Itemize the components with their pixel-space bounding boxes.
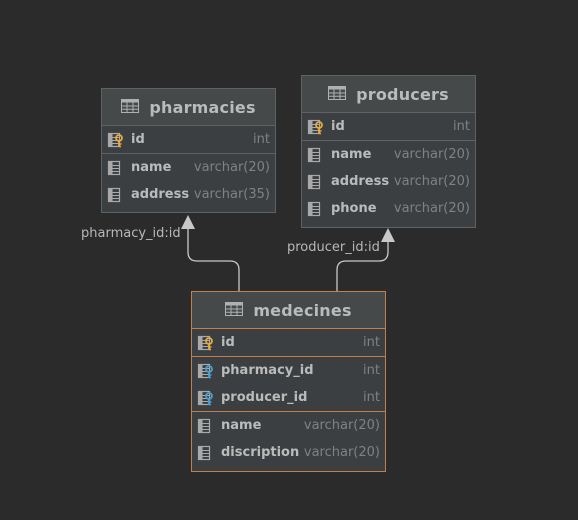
table-title: medecines [253,300,352,320]
column-icon [107,187,131,203]
column-type: varchar(35) [193,187,270,202]
column-icon [307,201,331,217]
column-type: varchar(20) [393,147,470,162]
column-row[interactable]: pharmacy_id int [192,357,385,384]
column-name: address [331,174,390,189]
table-icon [121,98,149,117]
column-name: id [221,335,235,350]
column-row[interactable]: name varchar(20) [192,412,385,439]
primary-key-icon [307,119,331,135]
column-type: varchar(20) [393,174,470,189]
column-name: id [331,119,345,134]
relation-label-pharmacy: pharmacy_id:id [81,226,181,241]
primary-key-icon [107,132,131,148]
foreign-key-icon [197,390,221,406]
column-type: int [363,335,380,350]
table-title: producers [356,84,449,104]
column-name: name [331,147,372,162]
table-header: producers [302,76,475,113]
foreign-key-icon [197,363,221,379]
table-header: pharmacies [102,89,275,126]
column-name: producer_id [221,390,308,405]
column-row[interactable]: name varchar(20) [102,154,275,181]
table-title: pharmacies [149,97,256,117]
column-row[interactable]: name varchar(20) [302,141,475,168]
column-name: discription [221,445,300,460]
column-type: varchar(20) [193,160,270,175]
column-row[interactable]: id int [302,113,475,140]
arrowhead-producer-icon [381,228,395,242]
column-type: int [253,132,270,147]
primary-key-icon [197,335,221,351]
pk-section: id int [102,126,275,154]
column-row[interactable]: id int [192,329,385,356]
column-name: phone [331,201,377,216]
column-name: address [131,187,190,202]
table-icon [328,85,356,104]
column-icon [307,174,331,190]
column-row[interactable]: phone varchar(20) [302,195,475,222]
table-icon [225,301,253,320]
relation-line-pharmacy[interactable] [187,228,240,292]
column-name: pharmacy_id [221,363,314,378]
column-name: id [131,132,145,147]
column-type: int [453,119,470,134]
column-type: varchar(20) [393,201,470,216]
column-row[interactable]: id int [102,126,275,153]
arrowhead-pharmacy-icon [181,215,195,229]
column-icon [197,445,221,461]
relation-label-producer: producer_id:id [287,240,380,255]
column-name: name [131,160,172,175]
pk-section: id int [302,113,475,141]
column-type: varchar(20) [303,418,380,433]
column-name: name [221,418,262,433]
column-type: int [363,390,380,405]
column-icon [307,147,331,163]
pk-section: id int [192,329,385,357]
column-type: int [363,363,380,378]
column-row[interactable]: producer_id int [192,384,385,411]
column-type: varchar(20) [303,445,380,460]
relation-line-producer[interactable] [336,241,389,292]
column-icon [197,418,221,434]
column-icon [107,160,131,176]
table-header: medecines [192,292,385,329]
